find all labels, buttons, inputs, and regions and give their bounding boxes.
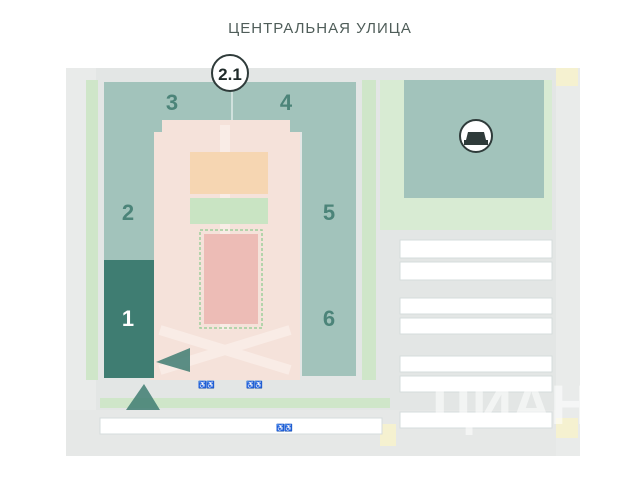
grass-strip-bottom (100, 398, 390, 408)
car-icon-shape (464, 132, 488, 145)
building-label-3: 3 (166, 90, 178, 115)
building-1[interactable] (104, 260, 154, 378)
building-2[interactable] (104, 118, 154, 260)
crosswalk-ne (556, 68, 578, 86)
entrance-beam-icon (126, 384, 160, 410)
crosswalk-s (380, 424, 396, 446)
building-5[interactable] (302, 118, 356, 260)
building-label-1: 1 (122, 306, 134, 331)
svg-text:♿: ♿ (198, 380, 207, 389)
entrance-beam-icon (156, 348, 190, 372)
building-label-4: 4 (280, 90, 293, 115)
grass-strip-east (362, 80, 376, 380)
road-east (556, 68, 580, 456)
grass-strip-west (86, 80, 98, 380)
lawn-area (190, 198, 268, 224)
svg-text:♿: ♿ (284, 423, 293, 432)
svg-text:♿: ♿ (276, 423, 285, 432)
svg-text:♿: ♿ (246, 380, 255, 389)
svg-text:♿: ♿ (206, 380, 215, 389)
building-label-5: 5 (323, 200, 335, 225)
street-name-label: ЦЕНТРАЛЬНАЯ УЛИЦА (228, 20, 412, 37)
svg-text:♿: ♿ (254, 380, 263, 389)
wheelchair-icon: ♿♿ ♿♿ ♿♿ (198, 380, 293, 432)
section-marker[interactable] (211, 54, 249, 92)
building-label-2: 2 (122, 200, 134, 225)
section-marker-label: 2.1 (218, 65, 242, 84)
sports-field (204, 234, 258, 324)
building-6[interactable] (302, 260, 356, 376)
sports-field-outline (199, 229, 263, 329)
crosswalk-se (556, 418, 578, 438)
sand-area (190, 152, 268, 194)
building-label-6: 6 (323, 306, 335, 331)
parking-lots (99, 239, 553, 435)
